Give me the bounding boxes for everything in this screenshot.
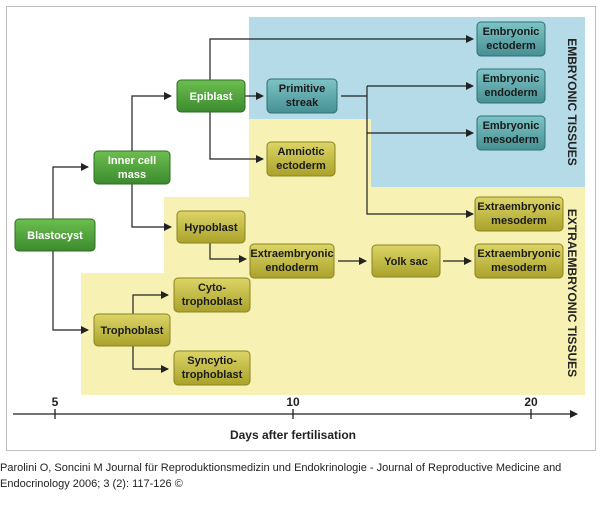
node-extraembryonic-mesoderm-bottom: Extraembryonic mesoderm [474,243,564,279]
node-blastocyst: Blastocyst [14,218,96,252]
extraembryonic-tissues-label: EXTRAEMBRYONIC TISSUES [565,209,579,377]
svg-text:Extraembryonic: Extraembryonic [477,248,560,260]
node-primitive-streak: Primitive streak [266,78,338,114]
svg-text:mass: mass [118,169,146,181]
arrow-blastocyst-icm [52,163,89,219]
citation-text: Parolini O, Soncini M Journal für Reprod… [0,462,562,490]
svg-text:Yolk sac: Yolk sac [384,256,428,268]
node-trophoblast: Trophoblast [93,313,171,347]
node-embryonic-endoderm: Embryonic endoderm [476,68,546,104]
node-yolk-sac: Yolk sac [371,244,441,278]
svg-text:Extraembryonic: Extraembryonic [477,201,560,213]
svg-text:Syncytio-: Syncytio- [187,355,237,367]
node-extraembryonic-mesoderm-top: Extraembryonic mesoderm [474,196,564,232]
axis-tick-label-5: 5 [52,395,59,409]
svg-text:Embryonic: Embryonic [483,120,540,132]
node-cytotrophoblast: Cyto- trophoblast [173,277,251,313]
svg-text:Extraembryonic: Extraembryonic [250,248,333,260]
arrow-epiblast-ectoderm [209,35,474,80]
svg-text:Hypoblast: Hypoblast [184,222,238,234]
axis-title: Days after fertilisation [230,428,356,442]
connectors [52,35,474,373]
svg-text:endoderm: endoderm [484,87,537,99]
axis-tick-label-20: 20 [524,395,538,409]
node-embryonic-mesoderm: Embryonic mesoderm [476,115,546,151]
svg-text:Blastocyst: Blastocyst [27,230,83,242]
svg-text:Embryonic: Embryonic [483,26,540,38]
svg-text:Epiblast: Epiblast [190,91,233,103]
svg-text:Trophoblast: Trophoblast [101,325,164,337]
svg-text:Cyto-: Cyto- [198,282,226,294]
svg-text:mesoderm: mesoderm [483,134,539,146]
node-inner-cell-mass: Inner cell mass [93,150,171,185]
svg-text:trophoblast: trophoblast [182,369,243,381]
svg-text:endoderm: endoderm [265,262,318,274]
arrow-icm-epiblast [131,92,172,151]
svg-text:streak: streak [286,97,319,109]
arrow-icm-hypoblast [131,184,172,231]
svg-text:ectoderm: ectoderm [486,40,536,52]
svg-text:trophoblast: trophoblast [182,296,243,308]
svg-text:Embryonic: Embryonic [483,73,540,85]
arrow-streak-extra-mesoderm [366,133,474,218]
embryonic-tissues-label: EMBRYONIC TISSUES [565,38,579,166]
arrow-blastocyst-trophoblast [52,251,89,334]
svg-text:mesoderm: mesoderm [491,262,547,274]
svg-text:Amniotic: Amniotic [277,146,324,158]
svg-text:ectoderm: ectoderm [276,160,326,172]
node-embryonic-ectoderm: Embryonic ectoderm [476,21,546,57]
node-extraembryonic-endoderm: Extraembryonic endoderm [249,243,335,279]
arrow-trophoblast-syncytio [132,346,169,373]
axis-tick-label-10: 10 [286,395,300,409]
arrow-epiblast-amniotic [209,112,264,163]
svg-text:Primitive: Primitive [279,83,325,95]
node-syncytiotrophoblast: Syncytio- trophoblast [173,350,251,386]
svg-text:Inner cell: Inner cell [108,155,156,167]
figure-frame: EMBRYONIC TISSUES EXTRAEMBRYONIC TISSUES… [6,6,596,451]
node-hypoblast: Hypoblast [176,210,246,244]
svg-text:mesoderm: mesoderm [491,215,547,227]
arrow-hypoblast-endoderm [209,243,247,263]
node-epiblast: Epiblast [176,79,246,113]
time-axis: 5 10 20 Days after fertilisation [13,395,578,442]
embryo-development-diagram: EMBRYONIC TISSUES EXTRAEMBRYONIC TISSUES… [13,17,585,442]
node-amniotic-ectoderm: Amniotic ectoderm [266,141,336,177]
arrow-trophoblast-cyto [132,291,169,314]
